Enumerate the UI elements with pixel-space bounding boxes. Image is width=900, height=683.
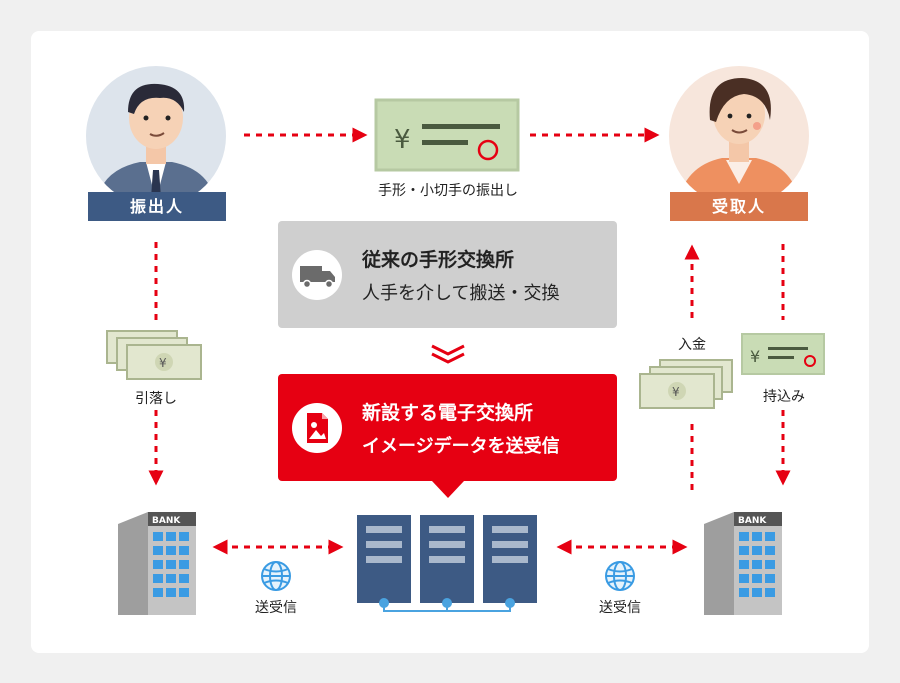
old-system-subtitle: 人手を介して搬送・交換: [362, 283, 560, 304]
small-cheque-yen-mark: ¥: [750, 347, 760, 366]
chevron-down-icon: [431, 344, 465, 356]
cheque-icon: ¥: [374, 98, 520, 172]
withdrawal-label: 引落し: [135, 391, 177, 407]
bank-building-right: BANK: [704, 512, 782, 615]
new-box-pointer: [432, 481, 464, 498]
right-link-label: 送受信: [599, 600, 641, 616]
bank-sign-right: BANK: [738, 516, 767, 526]
old-clearing-house-box: 従来の手形交換所 人手を介して搬送・交換: [278, 221, 617, 328]
new-electronic-exchange-box: 新設する電子交換所 イメージデータを送受信: [278, 374, 617, 481]
server-rack: [357, 515, 537, 612]
receiver-avatar: [669, 66, 809, 206]
bring-in-label: 持込み: [763, 389, 805, 405]
sender-tag: 振出人: [88, 192, 226, 221]
banknote-yen-mark-right: ¥: [672, 385, 680, 399]
left-link-label: 送受信: [255, 600, 297, 616]
chevron-down-icon-2: [431, 352, 465, 364]
receiver-tag: 受取人: [670, 192, 808, 221]
truck-icon: [292, 250, 342, 300]
deposit-label: 入金: [678, 337, 706, 353]
old-system-title: 従来の手形交換所: [362, 249, 515, 271]
cheque-icon-small: ¥: [741, 333, 825, 375]
banknote-yen-mark-left: ¥: [159, 356, 167, 370]
bank-sign-left: BANK: [152, 516, 181, 526]
new-system-title: 新設する電子交換所: [362, 402, 534, 424]
cheque-yen-mark: ¥: [394, 125, 411, 155]
new-system-subtitle: イメージデータを送受信: [362, 436, 560, 457]
globe-icon-right: [605, 561, 635, 591]
sender-avatar: [86, 66, 226, 206]
banknotes-icon-right: ¥: [639, 359, 733, 409]
banknotes-icon: ¥: [106, 330, 202, 380]
cheque-caption: 手形・小切手の振出し: [378, 183, 518, 199]
bank-building-left: BANK: [118, 512, 196, 615]
globe-icon-left: [261, 561, 291, 591]
image-file-icon: [292, 403, 342, 453]
